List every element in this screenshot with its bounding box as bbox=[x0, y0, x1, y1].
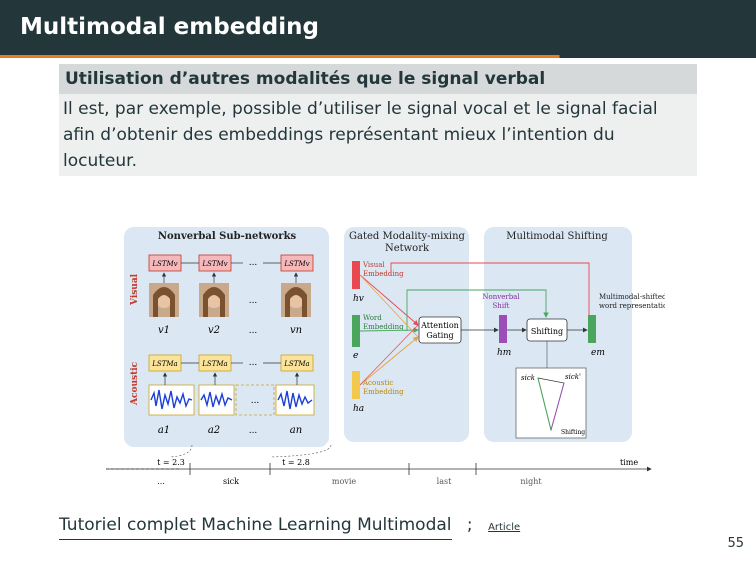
an-label: an bbox=[290, 425, 302, 436]
shifting-inset bbox=[515, 367, 587, 439]
a-dots: ... bbox=[249, 426, 258, 436]
time-start-label: t = 2.3 bbox=[157, 458, 185, 467]
lstm-v-1-label: LSTMv bbox=[151, 260, 177, 268]
nonverbal-shift-label-2: Shift bbox=[493, 302, 510, 310]
attention-label-2: Gating bbox=[426, 331, 453, 340]
inset-shifting-label: Shifting bbox=[561, 429, 585, 436]
title-progress-rule bbox=[0, 55, 756, 58]
nonverbal-shift-bar bbox=[499, 315, 507, 343]
shifted-label-1: Multimodal-shifted bbox=[599, 293, 665, 301]
e-label: e bbox=[353, 351, 358, 361]
acoustic-embedding-bar bbox=[352, 371, 360, 399]
inset-sick: sick bbox=[521, 374, 535, 382]
label-acoustic: Acoustic bbox=[130, 361, 140, 406]
architecture-figure: Nonverbal Sub-networks Gated Modality-mi… bbox=[91, 205, 672, 495]
link-separator: ; bbox=[466, 515, 473, 535]
a2-label: a2 bbox=[208, 425, 220, 436]
panel-nonverbal-title: Nonverbal Sub-networks bbox=[158, 231, 297, 242]
waveform-dots: ... bbox=[251, 396, 260, 406]
visual-emb-label-1: Visual bbox=[362, 261, 385, 269]
visual-embedding-bar bbox=[352, 261, 360, 289]
attention-label-1: Attention bbox=[420, 321, 459, 330]
hm-label: hm bbox=[497, 348, 511, 358]
shifted-label-2: word representation bbox=[599, 302, 665, 310]
footer-links: Tutoriel complet Machine Learning Multim… bbox=[59, 515, 521, 540]
timeline-word-night: night bbox=[520, 477, 542, 486]
word-embedding-bar bbox=[352, 315, 360, 347]
tutorial-link[interactable]: Tutoriel complet Machine Learning Multim… bbox=[59, 515, 452, 540]
shifted-word-bar bbox=[588, 315, 596, 343]
timeline-word-sick: sick bbox=[223, 477, 239, 486]
slide-title: Multimodal embedding bbox=[20, 14, 319, 40]
word-emb-label-2: Embedding bbox=[363, 323, 404, 331]
lstm-a-dots: ... bbox=[249, 358, 258, 368]
acoustic-emb-label-1: Acoustic bbox=[362, 379, 393, 387]
v1-label: v1 bbox=[158, 325, 170, 336]
waveform-2 bbox=[198, 384, 235, 416]
nonverbal-shift-label-1: Nonverbal bbox=[482, 293, 520, 301]
lstm-a-n-label: LSTMa bbox=[283, 360, 309, 368]
face-dots: ... bbox=[249, 296, 258, 306]
visual-emb-label-2: Embedding bbox=[363, 270, 404, 278]
vn-label: vn bbox=[290, 325, 302, 336]
word-emb-label-1: Word bbox=[363, 314, 382, 322]
inset-sick-prime: sick' bbox=[565, 373, 581, 381]
lstm-a-1-label: LSTMa bbox=[151, 360, 177, 368]
ha-label: ha bbox=[353, 404, 364, 414]
em-label: em bbox=[591, 348, 605, 358]
block-text: Il est, par exemple, possible d’utiliser… bbox=[59, 94, 697, 176]
lstm-a-2-label: LSTMa bbox=[201, 360, 227, 368]
v-dots: ... bbox=[249, 326, 258, 336]
a1-label: a1 bbox=[158, 425, 170, 436]
lstm-v-dots: ... bbox=[249, 258, 258, 268]
content-block: Utilisation d’autres modalités que le si… bbox=[59, 64, 697, 176]
label-visual: Visual bbox=[130, 273, 140, 306]
time-end-label: t = 2.8 bbox=[282, 458, 310, 467]
time-axis-label: time bbox=[620, 458, 638, 467]
panel-gated-title-1: Gated Modality-mixing bbox=[349, 231, 465, 242]
gated-panel bbox=[344, 227, 469, 442]
timeline-word-last: last bbox=[437, 477, 452, 486]
lstm-v-n-label: LSTMv bbox=[283, 260, 309, 268]
timeline-word-movie: movie bbox=[332, 477, 356, 486]
page-number: 55 bbox=[727, 536, 744, 551]
block-title: Utilisation d’autres modalités que le si… bbox=[59, 64, 697, 94]
panel-shift-title: Multimodal Shifting bbox=[506, 231, 608, 242]
shifting-label: Shifting bbox=[531, 327, 563, 336]
acoustic-emb-label-2: Embedding bbox=[363, 388, 404, 396]
article-link[interactable]: Article bbox=[488, 522, 521, 533]
timeline-dots: ... bbox=[157, 477, 165, 486]
hv-label: hv bbox=[353, 294, 364, 304]
v2-label: v2 bbox=[208, 325, 220, 336]
slide-title-bar: Multimodal embedding bbox=[0, 0, 756, 58]
architecture-diagram: Nonverbal Sub-networks Gated Modality-mi… bbox=[106, 227, 672, 486]
lstm-v-2-label: LSTMv bbox=[201, 260, 227, 268]
panel-gated-title-2: Network bbox=[385, 243, 430, 254]
